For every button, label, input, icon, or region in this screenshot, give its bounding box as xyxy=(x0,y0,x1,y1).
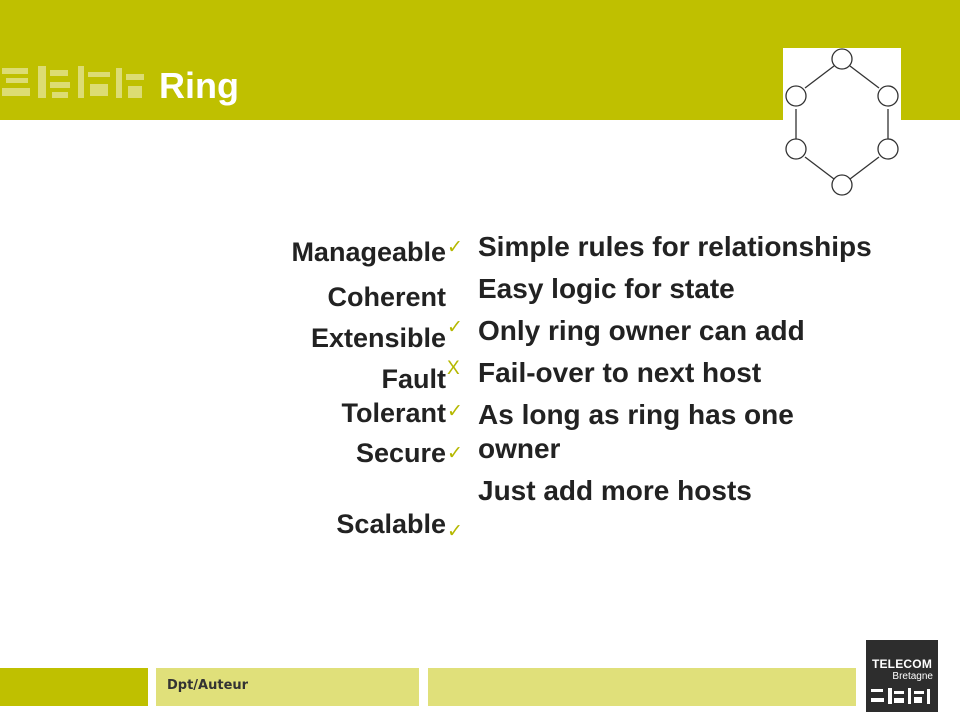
checkmark-icon: ✓ xyxy=(447,237,463,258)
cross-mark-icon: X xyxy=(447,358,460,379)
ring-topology-icon xyxy=(785,48,899,196)
label-coherent: Coherent xyxy=(327,282,446,312)
detail-item: Just add more hosts xyxy=(478,475,752,506)
logo-glyphs-icon xyxy=(871,688,930,704)
detail-item: Simple rules for relationships xyxy=(478,231,872,262)
detail-item: Easy logic for state xyxy=(478,273,735,304)
checkmark-icon: ✓ xyxy=(447,317,463,338)
label-fault: Fault xyxy=(381,364,447,394)
checkmark-icon: ✓ xyxy=(447,521,463,542)
label-manageable: Manageable xyxy=(291,237,446,267)
detail-item: Only ring owner can add xyxy=(478,315,805,346)
footer-bar-left xyxy=(0,668,148,706)
detail-item: Fail-over to next host xyxy=(478,357,762,388)
logo-line-1: TELECOM xyxy=(871,657,933,671)
checkmark-icon: ✓ xyxy=(447,443,463,464)
checkmark-icon: ✓ xyxy=(447,401,463,422)
detail-item: As long as ring has one owner xyxy=(478,399,794,464)
footer-bar-middle xyxy=(156,668,419,706)
logo-line-2: Bretagne xyxy=(892,671,933,682)
telecom-bretagne-logo: TELECOM Bretagne xyxy=(866,640,938,712)
footer-author: Dpt/Auteur xyxy=(167,678,249,693)
footer-bar-right xyxy=(428,668,856,706)
school-logo-watermark-icon xyxy=(2,66,144,98)
ring-diagram xyxy=(783,48,901,198)
label-scalable: Scalable xyxy=(336,509,446,539)
label-extensible: Extensible xyxy=(310,323,446,353)
label-tolerant: Tolerant xyxy=(341,398,446,428)
property-details: Simple rules for relationships Easy logi… xyxy=(478,230,878,516)
property-labels: Manageable Coherent Extensible Fault Tol… xyxy=(240,233,446,544)
label-secure: Secure xyxy=(355,438,446,468)
slide-title: Ring xyxy=(159,65,239,106)
